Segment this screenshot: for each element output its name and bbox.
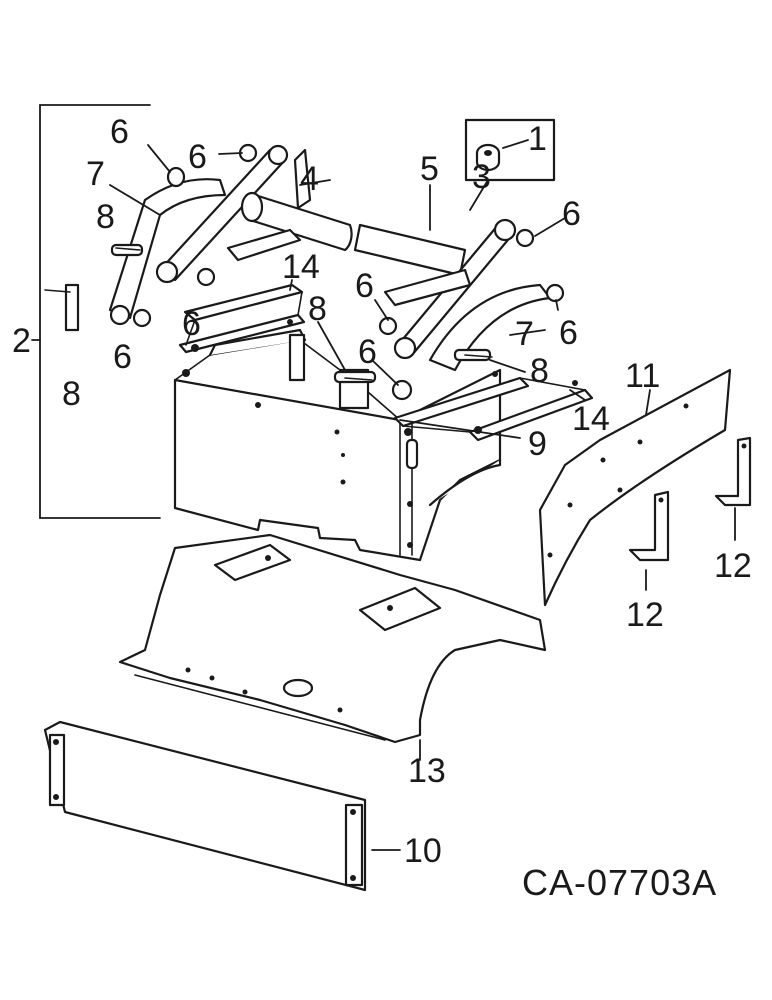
suspension-arm-right bbox=[333, 218, 552, 384]
callout-14a: 14 bbox=[282, 248, 320, 286]
callout-1: 1 bbox=[528, 120, 547, 158]
pins bbox=[44, 247, 493, 381]
callout-6a: 6 bbox=[110, 113, 129, 151]
callout-8d: 8 bbox=[62, 375, 81, 413]
callout-7b: 7 bbox=[515, 315, 534, 353]
side-panel bbox=[538, 368, 732, 607]
detail-box-1 bbox=[464, 118, 556, 182]
callout-14b: 14 bbox=[572, 400, 610, 438]
callout-9: 9 bbox=[528, 425, 547, 463]
suspension-arm-left bbox=[108, 144, 289, 326]
callout-6c: 6 bbox=[562, 195, 581, 233]
callout-4: 4 bbox=[300, 160, 319, 198]
callout-12b: 12 bbox=[714, 547, 752, 585]
floor-plate bbox=[118, 533, 547, 744]
callout-6d: 6 bbox=[355, 267, 374, 305]
callout-6g: 6 bbox=[559, 314, 578, 352]
slide-rail-left bbox=[178, 283, 306, 354]
callout-6e: 6 bbox=[182, 305, 201, 343]
callout-12a: 12 bbox=[626, 596, 664, 634]
callout-6h: 6 bbox=[358, 333, 377, 371]
callout-7a: 7 bbox=[86, 155, 105, 193]
bushings bbox=[132, 143, 565, 401]
callout-5: 5 bbox=[420, 150, 439, 188]
figure-reference-code: CA-07703A bbox=[522, 862, 717, 903]
callout-3: 3 bbox=[472, 158, 491, 196]
brackets bbox=[628, 436, 752, 562]
front-panel bbox=[43, 720, 367, 892]
callout-6b: 6 bbox=[188, 138, 207, 176]
callout-labels: 1 2 3 4 5 6 6 6 6 6 6 6 6 6 7 7 8 8 8 8 … bbox=[12, 113, 752, 870]
slide-rail-right bbox=[393, 376, 594, 442]
callout-13: 13 bbox=[408, 752, 446, 790]
callout-8b: 8 bbox=[308, 290, 327, 328]
callout-8a: 8 bbox=[96, 198, 115, 236]
callout-10: 10 bbox=[404, 832, 442, 870]
leader-lines bbox=[109, 144, 736, 851]
group-bracket-2 bbox=[31, 104, 161, 519]
callout-6f: 6 bbox=[113, 338, 132, 376]
callout-11: 11 bbox=[625, 357, 660, 395]
callout-8c: 8 bbox=[530, 352, 549, 390]
callout-2: 2 bbox=[12, 322, 31, 360]
cross-tube bbox=[226, 148, 467, 277]
